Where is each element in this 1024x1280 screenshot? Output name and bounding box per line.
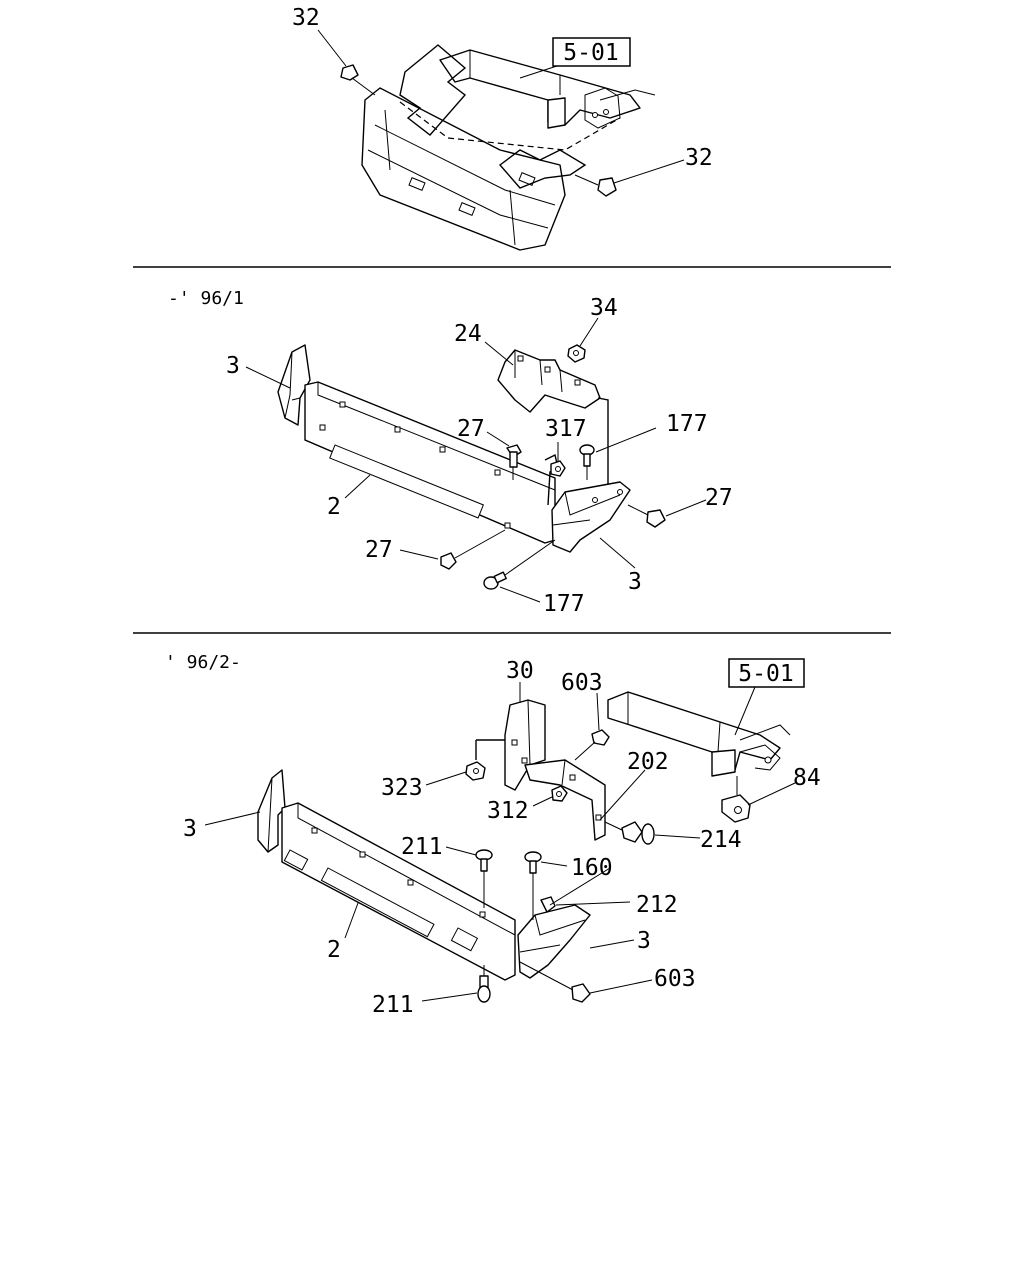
nut-323	[465, 761, 486, 781]
ref-box-5-01-top: 5-01	[552, 37, 631, 67]
callout-177-upper: 177	[666, 411, 708, 437]
callout-3-left-bottom: 3	[183, 816, 197, 842]
bracket-202	[524, 759, 606, 841]
callout-3-right-mid: 3	[628, 569, 642, 595]
screw-160	[524, 851, 542, 920]
clip-212	[540, 867, 611, 913]
callout-2-mid: 2	[327, 494, 341, 520]
callout-323: 323	[381, 775, 423, 801]
nut-317	[550, 460, 566, 477]
callout-27-right: 27	[705, 485, 733, 511]
end-cap-left-bottom	[257, 769, 286, 853]
callout-603-lower: 603	[654, 966, 696, 992]
callout-177-lower: 177	[543, 591, 585, 617]
end-cap-left-mid	[277, 344, 311, 426]
section-title-middle: -' 96/1	[168, 288, 244, 309]
callout-317: 317	[545, 416, 587, 442]
bolt-27-lower	[440, 529, 506, 570]
bolt-214	[604, 821, 655, 845]
callout-202: 202	[627, 749, 669, 775]
bracket-30	[504, 699, 546, 791]
screw-211-upper	[475, 849, 493, 908]
callout-160: 160	[571, 855, 613, 881]
callout-30: 30	[506, 658, 534, 684]
section-title-bottom: ' 96/2-	[165, 652, 241, 673]
bolt-603-lower	[519, 961, 591, 1003]
callout-27-lower: 27	[365, 537, 393, 563]
frame-rail-top	[439, 49, 656, 129]
nut-312	[551, 785, 568, 802]
ref-box-5-01-bottom: 5-01	[728, 658, 805, 688]
top-assembly: 5-01 32 32	[292, 5, 713, 251]
callout-212: 212	[636, 892, 678, 918]
bracket-24	[497, 349, 601, 413]
callout-24: 24	[454, 321, 482, 347]
callout-2-bottom: 2	[327, 937, 341, 963]
callout-211-lower: 211	[372, 992, 414, 1018]
bottom-assembly: ' 96/2- 5-01	[165, 652, 821, 1018]
bumper-bar-bottom	[281, 802, 516, 981]
callout-32-right: 32	[685, 145, 713, 171]
screw-177-lower	[483, 539, 556, 590]
bumper-top	[361, 87, 566, 251]
screw-177-upper	[579, 444, 595, 480]
nut-34	[567, 344, 586, 363]
callout-34: 34	[590, 295, 618, 321]
ref-box-label: 5-01	[563, 40, 618, 66]
callout-211-upper: 211	[401, 834, 443, 860]
middle-assembly: -' 96/1	[168, 288, 733, 617]
callout-27-upper: 27	[457, 416, 485, 442]
callout-3-left-mid: 3	[226, 353, 240, 379]
end-cap-right-mid	[551, 481, 631, 553]
screw-211-lower	[477, 965, 491, 1003]
bumper-bar-mid	[304, 381, 556, 544]
callout-214: 214	[700, 827, 742, 853]
bracket-outline-left	[399, 44, 467, 136]
dashed-guide-top	[399, 101, 621, 151]
bolt-27-right	[627, 504, 666, 528]
bracket-outline-right	[498, 149, 587, 189]
bolt-27-upper	[506, 444, 522, 480]
bolt-32-left	[340, 64, 376, 96]
bolt-603-upper	[574, 729, 610, 761]
callout-32-left: 32	[292, 5, 320, 31]
callout-603-upper: 603	[561, 670, 603, 696]
bracket-drop-line	[597, 397, 609, 488]
callout-3-right-bottom: 3	[637, 928, 651, 954]
bracket-84	[721, 776, 751, 823]
frame-rail-bottom	[607, 691, 791, 777]
callout-84: 84	[793, 765, 821, 791]
callout-312: 312	[487, 798, 529, 824]
bracket-line-30	[475, 739, 505, 760]
ref-box-label: 5-01	[738, 661, 793, 687]
bolt-32-right	[574, 174, 617, 197]
